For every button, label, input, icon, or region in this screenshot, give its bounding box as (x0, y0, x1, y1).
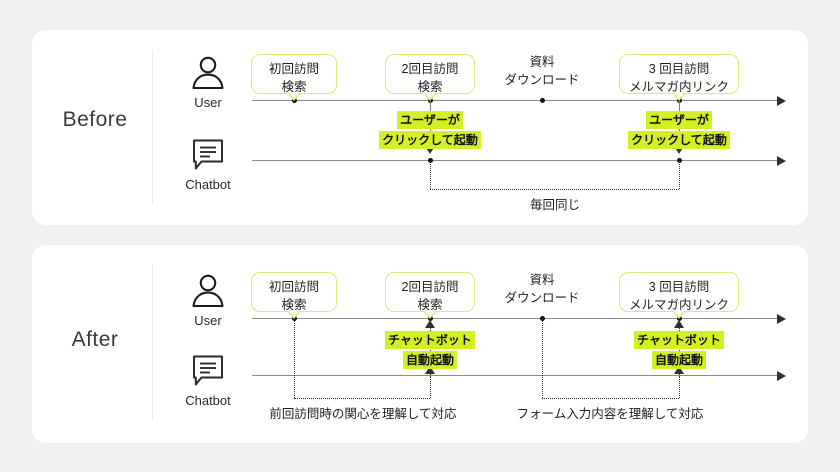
callout-line: 検索 (417, 297, 443, 312)
event-callout-third-visit-before: 3 回目訪問 メルマガ内リンク (619, 54, 739, 101)
connector-arrow-down (674, 146, 684, 154)
timeline-user-arrowhead-before (777, 96, 786, 106)
timeline-user-arrowhead-after (777, 314, 786, 324)
event-label-line: ダウンロード (504, 290, 580, 305)
bracket-leg (294, 319, 295, 398)
connector-arrow-up (674, 366, 684, 374)
timeline-chatbot-before (252, 160, 777, 161)
event-dot (539, 97, 545, 103)
actor-chatbot-label-after: Chatbot (185, 393, 231, 408)
event-label-line: 資料 (529, 273, 555, 287)
callout-line: 2回目訪問 (401, 280, 459, 294)
callout-tail-inner (289, 311, 299, 317)
event-callout-first-visit-after: 初回訪問 検索 (251, 272, 337, 319)
actor-user-before: User (168, 52, 248, 110)
annotation-line: 自動起動 (402, 351, 457, 369)
event-callout-second-visit-before: 2回目訪問 検索 (385, 54, 475, 101)
callout-line: メルマガ内リンク (628, 297, 729, 312)
event-label-line: ダウンロード (504, 72, 580, 87)
connector-arrow-up (674, 320, 684, 328)
callout-tail-inner (425, 311, 435, 317)
event-label-line: 資料 (529, 55, 555, 69)
bracket-caption-previous-visit-interest: 前回訪問時の関心を理解して対応 (269, 407, 457, 421)
annotation-line: ユーザーが (397, 111, 463, 129)
actor-chatbot-label-before: Chatbot (185, 177, 231, 192)
callout-line: 初回訪問 (268, 62, 319, 76)
annotation-auto-launch-2-after: チャットボット 自動起動 (604, 331, 754, 369)
bracket-caption-same-every-time: 毎回同じ (529, 198, 580, 212)
callout-line: 検索 (281, 79, 307, 94)
panel-divider-after (152, 265, 153, 420)
callout-line: 検索 (281, 297, 307, 312)
callout-tail-inner (674, 93, 684, 99)
actor-chatbot-after: Chatbot (168, 352, 248, 408)
timeline-user-after (252, 318, 777, 319)
panel-label-after: After (71, 328, 119, 351)
bracket-leg (679, 376, 680, 398)
annotation-auto-launch-1-after: チャットボット 自動起動 (355, 331, 505, 369)
bracket-span (294, 398, 430, 399)
annotation-line: クリックして起動 (628, 131, 730, 149)
event-label-download-after: 資料 ダウンロード (487, 272, 597, 308)
bracket-span (430, 189, 679, 190)
annotation-line: クリックして起動 (379, 131, 481, 149)
annotation-line: チャットボット (385, 331, 475, 349)
event-label-download-before: 資料 ダウンロード (487, 54, 597, 90)
callout-line: 3 回目訪問 (648, 280, 710, 294)
user-icon (192, 274, 224, 308)
event-callout-first-visit-before: 初回訪問 検索 (251, 54, 337, 101)
annotation-line: 自動起動 (651, 351, 706, 369)
panel-divider-before (152, 50, 153, 205)
bracket-span (542, 398, 679, 399)
user-icon (192, 56, 224, 90)
callout-line: メルマガ内リンク (628, 79, 729, 94)
event-dot (539, 315, 545, 321)
callout-line: 3 回目訪問 (648, 62, 710, 76)
actor-user-label-after: User (194, 313, 222, 328)
event-callout-second-visit-after: 2回目訪問 検索 (385, 272, 475, 319)
chat-bubble-icon (193, 139, 223, 170)
callout-line: 2回目訪問 (401, 62, 459, 76)
panel-label-before: Before (62, 108, 128, 131)
bracket-leg (542, 319, 543, 398)
timeline-chatbot-after (252, 375, 777, 376)
timeline-chatbot-arrowhead-after (777, 371, 786, 381)
callout-line: 初回訪問 (268, 280, 319, 294)
callout-line: 検索 (417, 79, 443, 94)
bracket-caption-form-input-content: フォーム入力内容を理解して対応 (516, 407, 704, 421)
annotation-line: チャットボット (634, 331, 724, 349)
actor-chatbot-before: Chatbot (168, 136, 248, 192)
callout-tail-inner (289, 93, 299, 99)
annotation-user-click-2-before: ユーザーが クリックして起動 (604, 111, 754, 149)
event-dot (676, 157, 682, 163)
bracket-leg (430, 376, 431, 398)
connector-arrow-up (425, 320, 435, 328)
bracket-leg (430, 161, 431, 189)
callout-tail-inner (425, 93, 435, 99)
connector-arrow-down (425, 146, 435, 154)
event-dot (427, 157, 433, 163)
connector-arrow-up (425, 366, 435, 374)
annotation-line: ユーザーが (646, 111, 712, 129)
actor-user-label-before: User (194, 95, 222, 110)
timeline-user-before (252, 100, 777, 101)
timeline-chatbot-arrowhead-before (777, 156, 786, 166)
bracket-leg (679, 161, 680, 189)
callout-tail-inner (674, 311, 684, 317)
annotation-user-click-1-before: ユーザーが クリックして起動 (355, 111, 505, 149)
event-callout-third-visit-after: 3 回目訪問 メルマガ内リンク (619, 272, 739, 319)
actor-user-after: User (168, 270, 248, 328)
chat-bubble-icon (193, 355, 223, 386)
